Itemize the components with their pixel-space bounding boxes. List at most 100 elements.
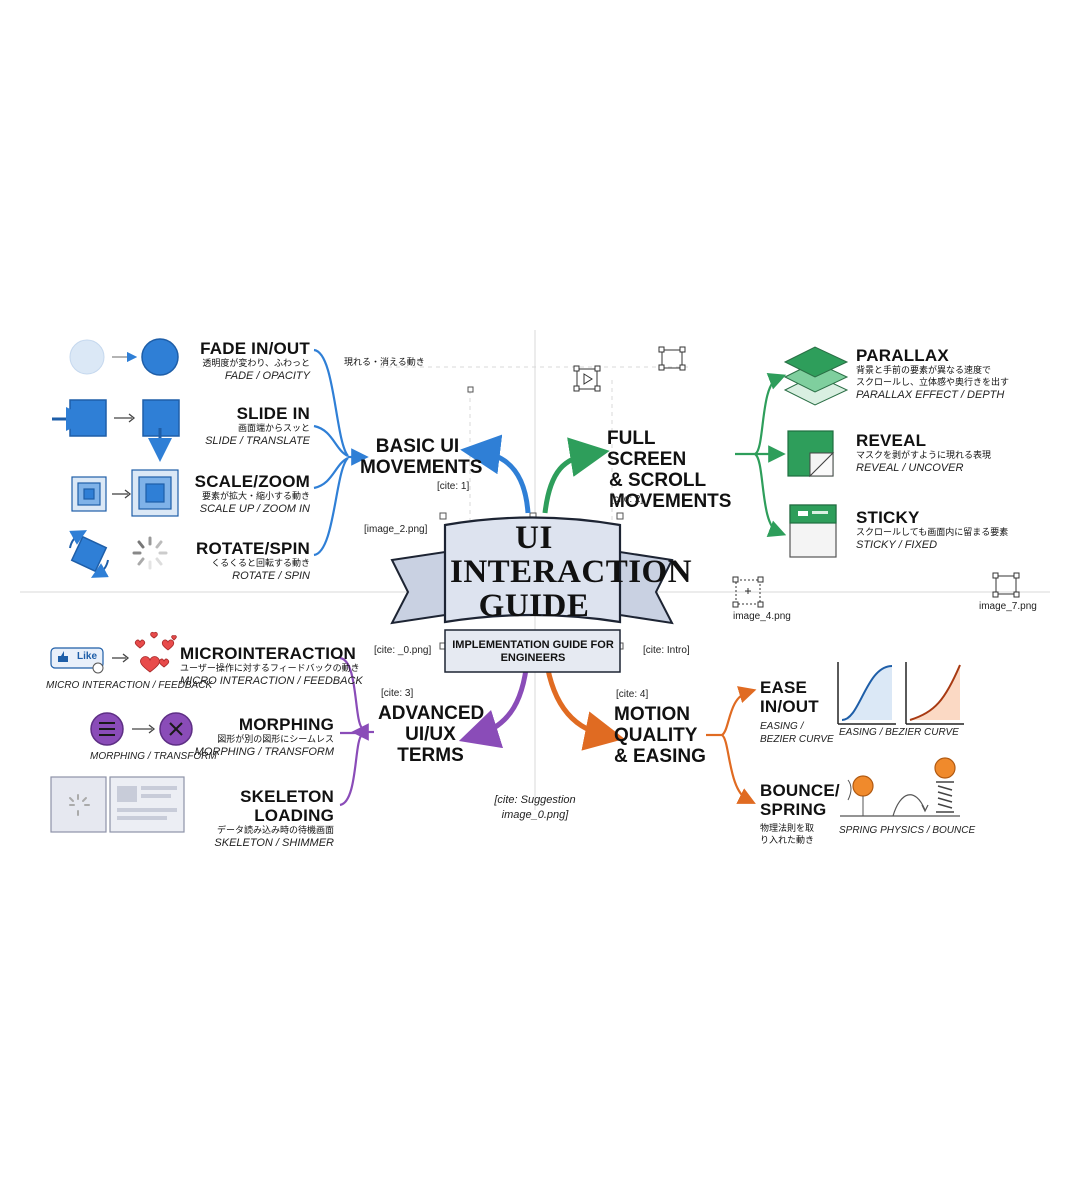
- item-scale-en: SCALE UP / ZOOM IN: [199, 503, 310, 515]
- item-parallax-jp2: スクロールし、立体感や奥行きを出す: [856, 378, 1010, 388]
- reveal-icon: [787, 430, 835, 478]
- category-advanced-line2: UI/UX: [405, 724, 456, 745]
- item-micro-en: MICRO INTERACTION / FEEDBACK: [180, 675, 363, 687]
- category-scroll-line2: & SCROLL: [609, 470, 707, 491]
- item-sticky-title: STICKY: [856, 508, 920, 527]
- center-title: UI INTERACTION GUIDE: [450, 520, 693, 623]
- item-scale-title: SCALE/ZOOM: [194, 472, 310, 491]
- center-subtitle-line1: IMPLEMENTATION GUIDE FOR: [452, 639, 614, 651]
- item-morphing-jp: 図形が別の図形にシームレス: [217, 735, 334, 745]
- item-fade-en: FADE / OPACITY: [224, 370, 310, 382]
- annotation-image7: image_7.png: [979, 601, 1037, 612]
- item-fade-title: FADE IN/OUT: [200, 339, 310, 358]
- hearts-icon: [134, 631, 177, 673]
- item-micro-title: MICROINTERACTION: [180, 644, 357, 663]
- item-bounce: BOUNCE/ SPRING 物理法則を取 り入れた動き: [760, 781, 840, 847]
- category-scroll-line1: FULL SCREEN: [607, 428, 687, 470]
- item-skeleton-jp: データ読み込み時の待機画面: [216, 826, 334, 836]
- center-banner: [390, 516, 674, 673]
- item-fade: FADE IN/OUT 透明度が変わり、ふわっと FADE / OPACITY: [180, 339, 310, 383]
- cite-motion: [cite: 4]: [616, 689, 649, 700]
- item-parallax-title: PARALLAX: [856, 346, 949, 365]
- category-basic-line2: MOVEMENTS: [360, 457, 483, 478]
- annotation-suggestion-line2: image_0.png]: [501, 809, 569, 821]
- frame-icon-image7: [992, 572, 1020, 598]
- item-parallax: PARALLAX 背景と手前の要素が異なる速度で スクロールし、立体感や奥行きを…: [856, 346, 1056, 402]
- scale-icon: [71, 469, 179, 517]
- bounce-spring-icon: [840, 757, 960, 817]
- item-parallax-en: PARALLAX EFFECT / DEPTH: [856, 389, 1005, 401]
- annotation-cite0: [cite: _0.png]: [374, 645, 432, 656]
- category-basic: BASIC UI MOVEMENTS: [360, 436, 483, 478]
- category-advanced-line1: ADVANCED: [378, 703, 485, 724]
- category-basic-line1: BASIC UI: [375, 436, 460, 457]
- item-morphing: MORPHING 図形が別の図形にシームレス MORPHING / TRANSF…: [190, 715, 334, 759]
- like-icon: [50, 647, 130, 674]
- frame-icon-image4: [732, 576, 764, 608]
- annotation-cite-intro: [cite: Intro]: [643, 645, 690, 656]
- item-bounce-jp1: 物理法則を取: [760, 824, 815, 834]
- item-scale-jp: 要素が拡大・縮小する動き: [201, 492, 310, 502]
- item-sticky-en: STICKY / FIXED: [856, 539, 938, 551]
- scroll-bracket: [735, 373, 787, 537]
- annotation-image2: [image_2.png]: [364, 524, 428, 535]
- category-advanced: ADVANCED UI/UX TERMS: [378, 703, 485, 766]
- item-morphing-title: MORPHING: [238, 715, 334, 734]
- item-bounce-jp2: り入れた動き: [760, 836, 815, 846]
- item-skeleton-title: SKELETON LOADING: [240, 787, 334, 825]
- category-advanced-line3: TERMS: [397, 745, 464, 766]
- item-slide: SLIDE IN 画面端からスッと SLIDE / TRANSLATE: [180, 404, 310, 448]
- item-rotate-jp: くるくると回転する動き: [211, 559, 310, 569]
- parallax-icon: [783, 346, 849, 406]
- advanced-bracket: [339, 656, 374, 807]
- category-motion-line3: & EASING: [614, 746, 706, 767]
- item-ease: EASE IN/OUT EASING / BEZIER CURVE: [760, 678, 840, 746]
- annotation-suggestion: [cite: Suggestion image_0.png]: [470, 793, 600, 823]
- item-skeleton-en: SKELETON / SHIMMER: [214, 837, 334, 849]
- microinteraction-icon-label: MICRO INTERACTION / FEEDBACK: [46, 680, 213, 691]
- cite-advanced: [cite: 3]: [381, 688, 414, 699]
- item-reveal-en: REVEAL / UNCOVER: [856, 462, 964, 474]
- item-reveal: REVEAL マスクを剥がすように現れる表現 REVEAL / UNCOVER: [856, 431, 1056, 475]
- annotation-suggestion-line1: [cite: Suggestion: [494, 794, 576, 806]
- basic-bracket: [313, 348, 369, 557]
- annotation-image4: image_4.png: [733, 611, 791, 622]
- item-ease-en1: EASING /: [760, 721, 804, 732]
- center-subtitle: IMPLEMENTATION GUIDE FOR ENGINEERS: [448, 639, 618, 665]
- sticky-icon: [789, 504, 837, 558]
- item-microinteraction: MICROINTERACTION ユーザー操作に対するフィードバックの動き MI…: [180, 644, 363, 688]
- like-button-label: Like: [77, 651, 98, 662]
- center-subtitle-line2: ENGINEERS: [500, 652, 566, 664]
- category-scroll-line3: MOVEMENTS: [609, 491, 732, 512]
- item-sticky-jp: スクロールしても画面内に留まる要素: [856, 528, 1009, 538]
- item-bounce-title2: SPRING: [760, 800, 827, 819]
- item-reveal-title: REVEAL: [856, 431, 927, 450]
- center-title-line2: INTERACTION: [450, 554, 693, 590]
- play-frame-icon: [573, 365, 601, 392]
- item-skeleton: SKELETON LOADING データ読み込み時の待機画面 SKELETON …: [190, 787, 334, 850]
- item-micro-jp: ユーザー操作に対するフィードバックの動き: [180, 664, 360, 674]
- item-rotate: ROTATE/SPIN くるくると回転する動き ROTATE / SPIN: [180, 539, 310, 583]
- rotate-icon: [69, 530, 168, 578]
- item-parallax-jp1: 背景と手前の要素が異なる速度で: [856, 366, 992, 376]
- item-reveal-jp: マスクを剥がすように現れる表現: [856, 451, 992, 461]
- skeleton-icon: [50, 776, 185, 833]
- slide-icon: [52, 399, 180, 462]
- center-title-line1: UI: [515, 520, 553, 556]
- easing-chart-label: EASING / BEZIER CURVE: [839, 727, 959, 738]
- item-fade-jp: 透明度が変わり、ふわっと: [202, 359, 310, 369]
- arrow-to-basic: [460, 434, 531, 514]
- item-rotate-en: ROTATE / SPIN: [232, 570, 310, 582]
- category-scroll: FULL SCREEN & SCROLL MOVEMENTS: [607, 428, 737, 512]
- morphing-icon-label: MORPHING / TRANSFORM: [90, 751, 217, 762]
- item-sticky: STICKY スクロールしても画面内に留まる要素 STICKY / FIXED: [856, 508, 1056, 552]
- category-motion-line2: QUALITY: [614, 725, 698, 746]
- arrow-to-scroll: [542, 437, 610, 514]
- item-slide-jp: 画面端からスッと: [237, 424, 310, 434]
- category-motion: MOTION QUALITY & EASING: [614, 704, 714, 767]
- easing-chart-2: [905, 662, 964, 725]
- item-ease-title2: IN/OUT: [760, 697, 819, 716]
- item-slide-en: SLIDE / TRANSLATE: [205, 435, 310, 447]
- easing-chart-1: [837, 662, 896, 725]
